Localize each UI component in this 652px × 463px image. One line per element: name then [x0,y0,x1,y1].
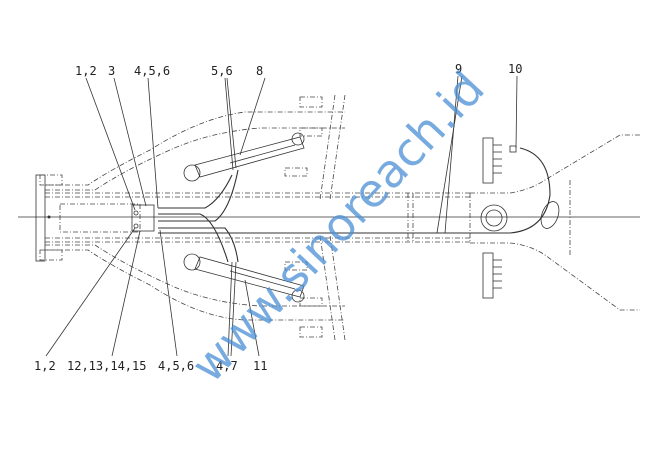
bolt [47,215,51,219]
cylinder-lower [183,253,305,303]
connector-block-upper [482,137,517,184]
bracket [39,249,63,261]
label-10: 10 [508,62,522,76]
valve-block [131,204,155,232]
label-3: 3 [108,64,115,78]
label-8: 8 [256,64,263,78]
label-4-5-6-top: 4,5,6 [134,64,170,78]
main-beam [45,192,470,243]
rear-pivot [469,134,640,311]
hydraulic-pipes [158,147,551,263]
label-5-6: 5,6 [211,64,233,78]
cylinder-upper [183,132,305,182]
label-11: 11 [253,359,267,373]
end-plate [35,174,46,262]
label-9: 9 [455,62,462,76]
leader-lines [45,75,518,357]
label-1-2-top: 1,2 [75,64,97,78]
label-12-13-14-15: 12,13,14,15 [67,359,146,373]
lower-frame-arm [45,234,346,341]
label-1-2-bottom: 1,2 [34,359,56,373]
connector-block-lower [482,252,502,299]
label-4-5-6-bottom: 4,5,6 [158,359,194,373]
label-4-7: 4,7 [216,359,238,373]
bracket [39,174,63,186]
upper-frame-arm [45,94,346,201]
